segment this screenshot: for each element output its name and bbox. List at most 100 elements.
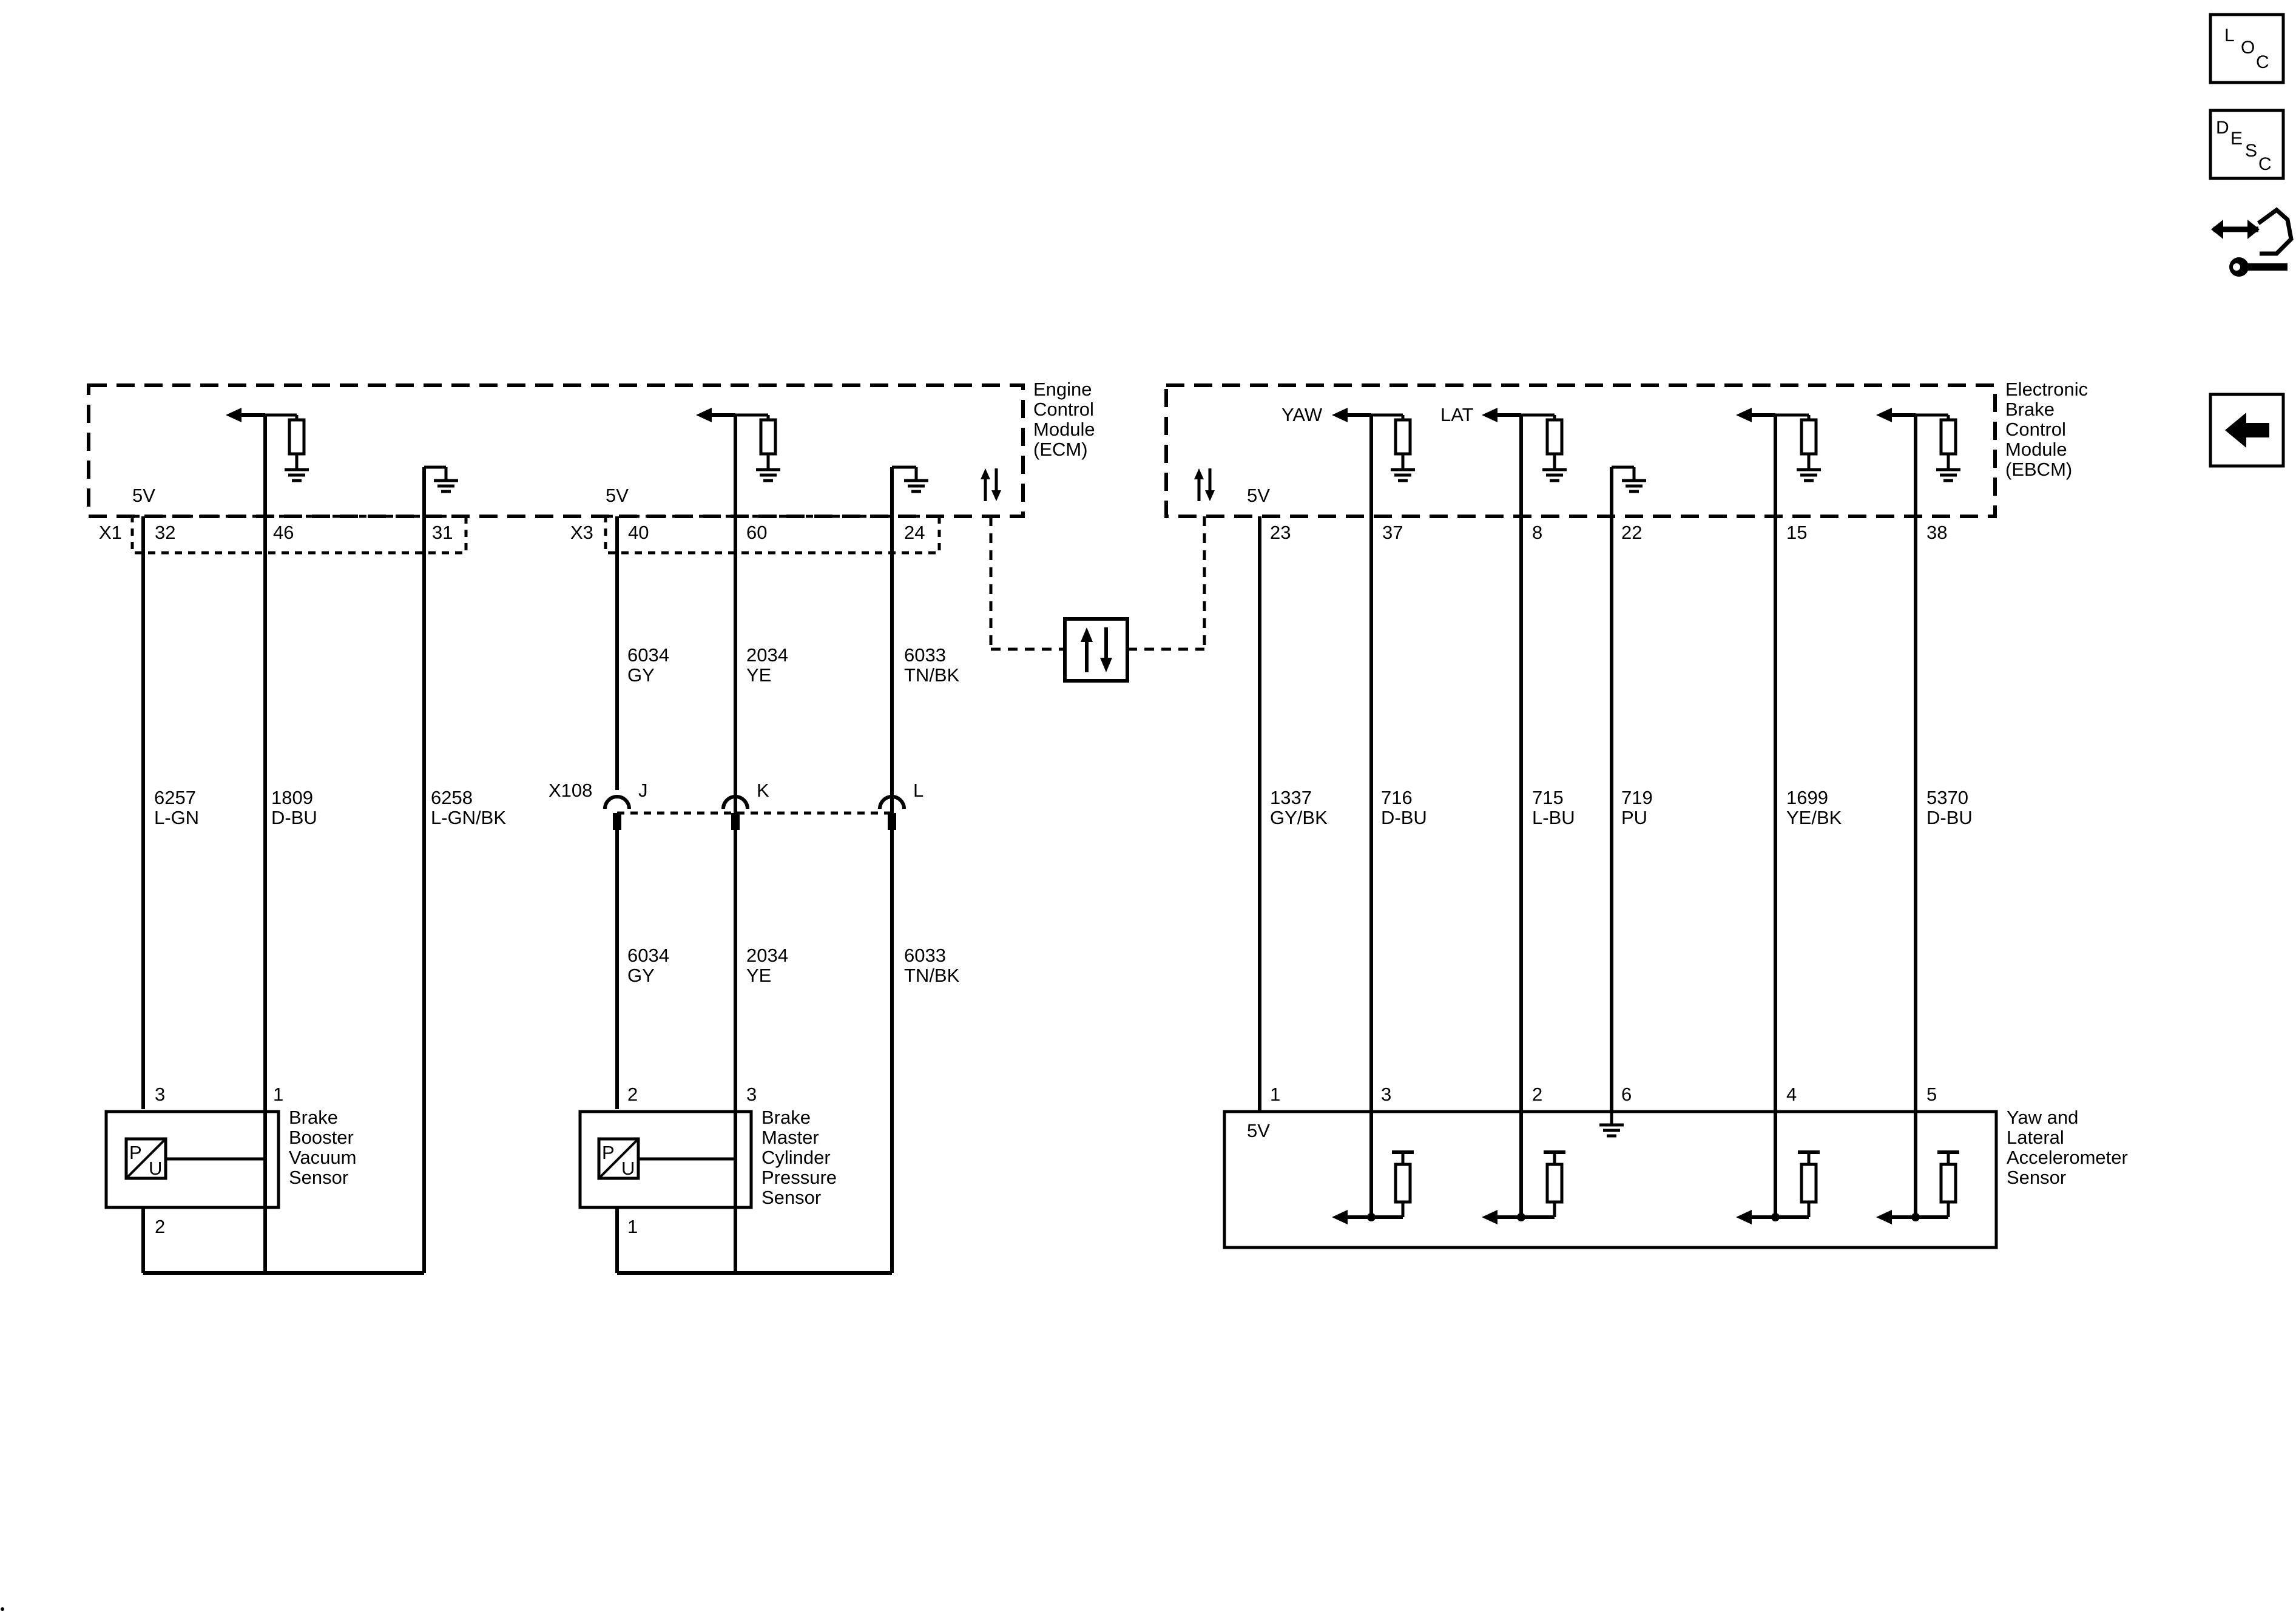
- x108-cavity-label: K: [757, 780, 769, 801]
- wire-circuit-label: 716: [1381, 787, 1413, 808]
- sensor-pin-label: 2: [155, 1216, 165, 1237]
- location-button[interactable]: L O C: [2209, 13, 2285, 84]
- back-arrow-icon: [2225, 413, 2269, 448]
- wire-circuit-label: 6258: [431, 787, 473, 808]
- yaw-wire-labels: 1337 GY/BK 716 D-BU 715 L-BU 719 PU 1699…: [1270, 787, 1973, 828]
- wire-circuit-label: 6257: [154, 787, 196, 808]
- svg-text:Vacuum: Vacuum: [289, 1147, 356, 1168]
- svg-text:Sensor: Sensor: [2007, 1167, 2066, 1188]
- ecm-name-line: (ECM): [1033, 439, 1088, 460]
- svg-text:P: P: [129, 1142, 142, 1163]
- wire-circuit-label: 6034: [627, 945, 669, 966]
- wire-color-label: YE/BK: [1786, 807, 1842, 828]
- ebcm-module-name: Electronic Brake Control Module (EBCM): [2005, 379, 2088, 480]
- brake-master-cylinder-pressure-sensor: P U 2 3 1 Brake Master Cylinder Pressure…: [578, 1084, 837, 1237]
- svg-text:L: L: [2224, 25, 2235, 46]
- sensor-pin-label: 1: [273, 1084, 283, 1105]
- ebcm-serial-data-arrows: [1194, 468, 1215, 501]
- page-corner-dot: [1, 1607, 4, 1611]
- wire-color-label: L-GN/BK: [431, 807, 506, 828]
- wire-color-label: GY: [627, 664, 655, 686]
- x108-inline-connector: X108 J K L: [549, 780, 923, 830]
- wire-color-label: TN/BK: [904, 965, 960, 986]
- ebcm-lat-label: LAT: [1440, 404, 1474, 425]
- wire-color-label: YE: [746, 965, 771, 986]
- wire-circuit-label: 6033: [904, 945, 946, 966]
- ebcm-pin-label: 22: [1621, 522, 1642, 543]
- sensor-pin-label: 2: [627, 1084, 638, 1105]
- svg-text:S: S: [2245, 141, 2257, 161]
- repair-procedure-button[interactable]: [2211, 207, 2294, 277]
- ecm-connector-x3-label: X3: [570, 522, 593, 543]
- wire-color-label: L-BU: [1532, 807, 1575, 828]
- back-button[interactable]: [2209, 393, 2285, 468]
- svg-text:P: P: [602, 1142, 615, 1163]
- ecm-connector-x1-outline: [130, 515, 468, 555]
- ecm-pin-label: 60: [746, 522, 767, 543]
- wire-circuit-label: 2034: [746, 644, 788, 666]
- svg-text:Cylinder: Cylinder: [761, 1147, 831, 1168]
- wire-circuit-label: 1699: [1786, 787, 1828, 808]
- ecm-module-name: Engine Control Module (ECM): [1033, 379, 1095, 460]
- sensor-pin-label: 2: [1532, 1084, 1542, 1105]
- ecm-name-line: Module: [1033, 419, 1095, 440]
- sensor-pin-label: 1: [1270, 1084, 1280, 1105]
- svg-text:E: E: [2230, 129, 2243, 149]
- svg-text:C: C: [2258, 154, 2272, 174]
- wire-color-label: D-BU: [271, 807, 317, 828]
- wire-circuit-label: 5370: [1926, 787, 1968, 808]
- svg-text:Sensor: Sensor: [761, 1187, 821, 1208]
- ebcm-pin-label: 15: [1786, 522, 1807, 543]
- svg-text:Yaw and: Yaw and: [2007, 1107, 2078, 1128]
- wire-color-label: L-GN: [154, 807, 199, 828]
- svg-text:Lateral: Lateral: [2007, 1127, 2064, 1148]
- wire-circuit-label: 1809: [271, 787, 313, 808]
- sensor-pin-label: 3: [155, 1084, 165, 1105]
- ebcm-pin-label: 38: [1926, 522, 1947, 543]
- sensor-pin-label: 6: [1621, 1084, 1632, 1105]
- ebcm-pin-label: 23: [1270, 522, 1291, 543]
- ebcm-name-line: Electronic: [2005, 379, 2088, 400]
- x108-cavity-label: L: [913, 780, 923, 801]
- repair-hand-wrench-icon: [2211, 207, 2294, 277]
- sensor-pin-label: 1: [627, 1216, 638, 1237]
- svg-text:U: U: [149, 1158, 162, 1179]
- wire-color-label: YE: [746, 664, 771, 686]
- wire-color-label: PU: [1621, 807, 1647, 828]
- wire-circuit-label: 719: [1621, 787, 1653, 808]
- booster-wire-labels: 6257 L-GN 1809 D-BU 6258 L-GN/BK: [154, 787, 506, 828]
- ecm-pin-label: 32: [155, 522, 175, 543]
- svg-text:C: C: [2256, 52, 2269, 72]
- wire-color-label: D-BU: [1926, 807, 1973, 828]
- ecm-5v-label: 5V: [606, 485, 629, 506]
- ecm-connector-x3-outline: [604, 515, 941, 555]
- yaw-sensor-5v-label: 5V: [1247, 1120, 1270, 1141]
- wire-circuit-label: 1337: [1270, 787, 1312, 808]
- sensor-pin-label: 5: [1926, 1084, 1937, 1105]
- ebcm-name-line: Module: [2005, 439, 2067, 460]
- ecm-pin-label: 40: [628, 522, 649, 543]
- ecm-pin-label: 31: [432, 522, 453, 543]
- svg-text:Brake: Brake: [761, 1107, 811, 1128]
- yaw-lateral-accelerometer-sensor: 1 3 2 6 4 5 5V Yaw and Lateral Accelerom…: [1223, 1084, 2128, 1249]
- wire-circuit-label: 2034: [746, 945, 788, 966]
- wire-color-label: D-BU: [1381, 807, 1427, 828]
- wire-color-label: TN/BK: [904, 664, 960, 686]
- ebcm-yaw-label: YAW: [1281, 404, 1323, 425]
- ecm-connector-x1-label: X1: [99, 522, 122, 543]
- sensor-pin-label: 3: [746, 1084, 757, 1105]
- wire-color-label: GY: [627, 965, 655, 986]
- ecm-pin-label: 46: [273, 522, 294, 543]
- description-button[interactable]: D E S C: [2209, 109, 2285, 180]
- master-wire-labels: 6034 GY 2034 YE 6033 TN/BK 6034 GY 2034 …: [627, 644, 960, 986]
- ecm-module-outline: [87, 383, 1025, 518]
- ecm-pin-label: 24: [904, 522, 925, 543]
- wire-circuit-label: 6033: [904, 644, 946, 666]
- svg-text:D: D: [2216, 118, 2229, 138]
- svg-text:Sensor: Sensor: [289, 1167, 348, 1188]
- svg-text:Brake: Brake: [289, 1107, 338, 1128]
- ecm-5v-label: 5V: [132, 485, 155, 506]
- svg-text:Accelerometer: Accelerometer: [2007, 1147, 2128, 1168]
- yaw-sensor-wires: [1258, 415, 1917, 1217]
- svg-text:U: U: [621, 1158, 635, 1179]
